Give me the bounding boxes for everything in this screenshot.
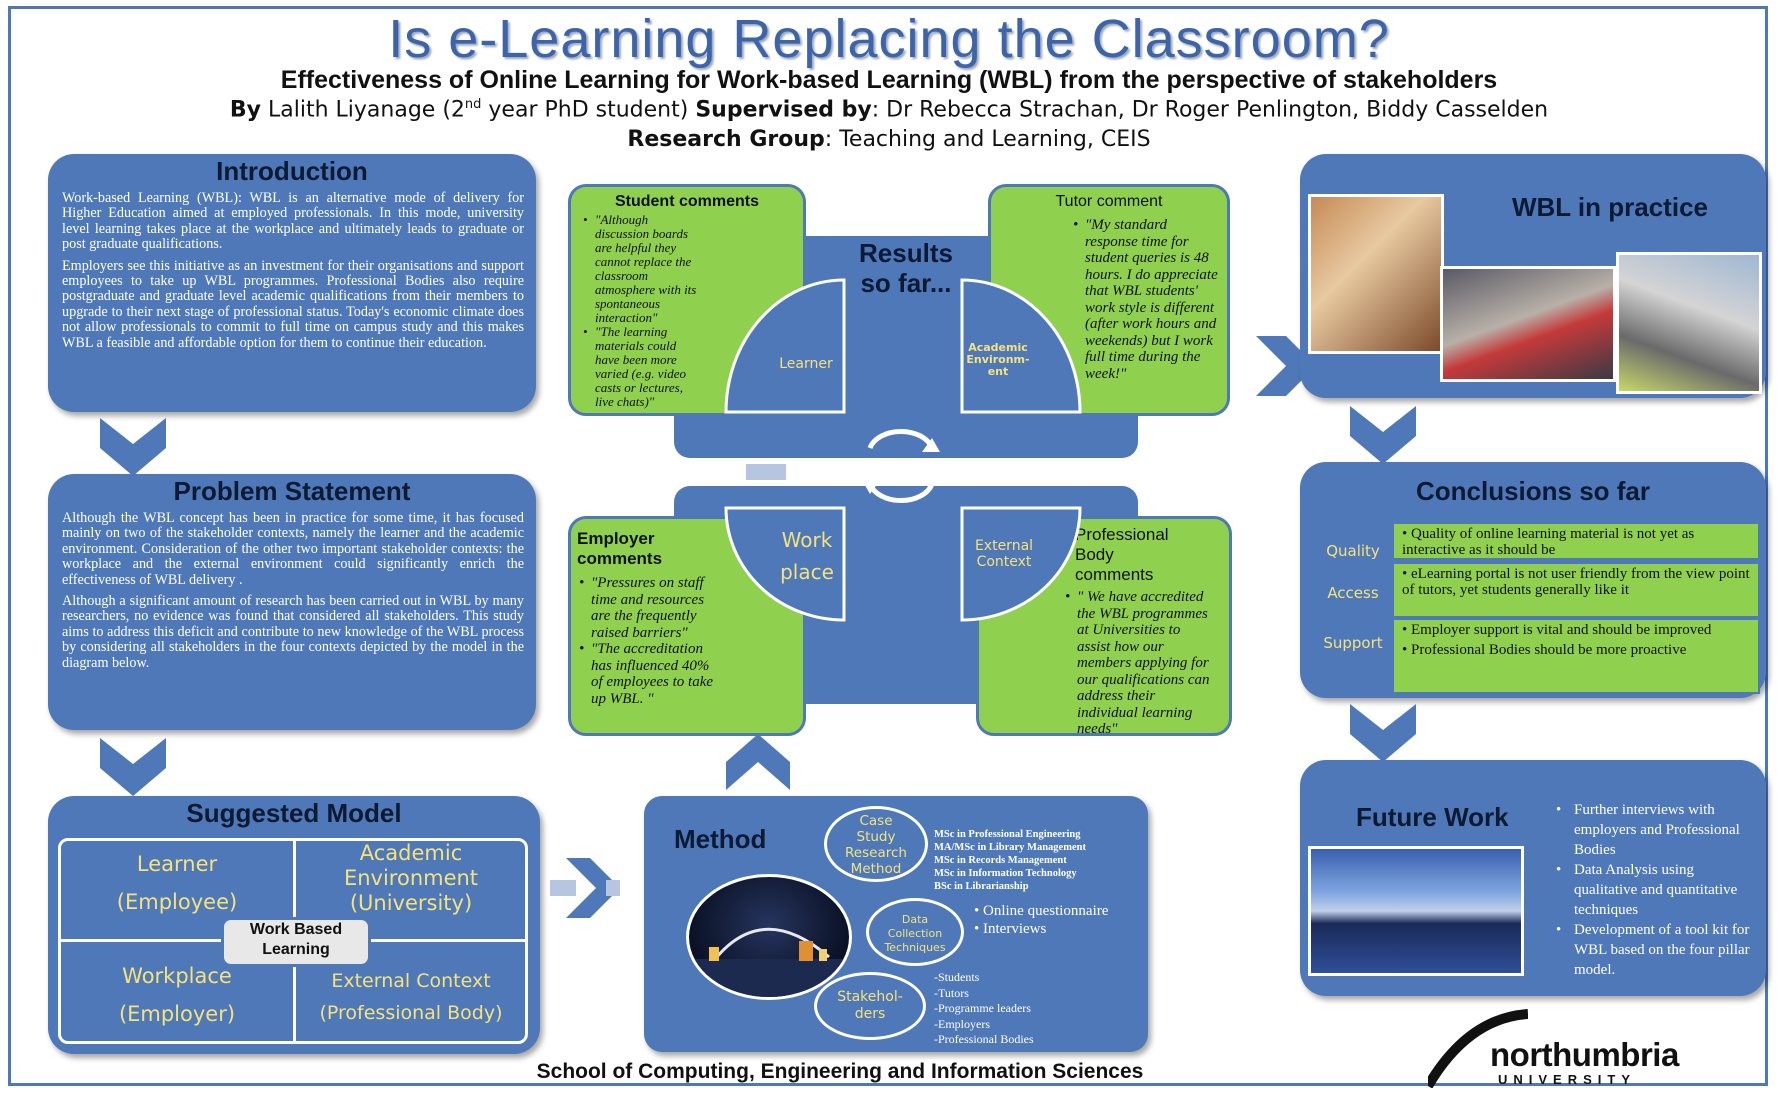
future-work-list: Further interviews with employers and Pr… [1556, 800, 1758, 980]
introduction-panel: Introduction Work-based Learning (WBL): … [48, 154, 536, 412]
arrow-down-icon [1350, 406, 1416, 464]
results-diagram: Student comments "Although discussion bo… [566, 180, 1256, 740]
problem-panel: Problem Statement Although the WBL conce… [48, 474, 536, 730]
wbl-practice-title: WBL in practice [1511, 192, 1708, 222]
by-label: By [229, 97, 262, 123]
arrow-up-icon [726, 734, 790, 790]
group-name: : Teaching and Learning, CEIS [824, 127, 1151, 152]
tutor-quotes: "My standard response time for student q… [991, 211, 1223, 382]
quayside-photo [1308, 846, 1524, 976]
arrow-down-icon [100, 738, 166, 796]
professional-quote: " We have accredited the WBL programmes … [1065, 589, 1215, 738]
northumbria-logo-icon [1428, 1009, 1528, 1088]
research-group: Research Group: Teaching and Learning, C… [0, 127, 1778, 152]
employer-quote: "The accreditation has influenced 40% of… [579, 641, 719, 707]
model-title: Suggested Model [186, 798, 402, 828]
method-photo [686, 874, 852, 1000]
introduction-p2: Employers see this initiative as an inve… [62, 257, 524, 351]
author-rest: year PhD student) [481, 97, 689, 123]
conclusion-label-quality: Quality [1326, 542, 1380, 560]
problem-p1: Although the WBL concept has been in pra… [62, 510, 524, 588]
arrow-right-icon [550, 858, 620, 918]
future-work-panel: Future Work Further interviews with empl… [1300, 760, 1766, 996]
model-workplace: Workplace(Employer) [118, 964, 236, 1026]
supervisors: : Dr Rebecca Strachan, Dr Roger Penlingt… [871, 97, 1549, 123]
employer-quote: "Pressures on staff time and resources a… [579, 575, 719, 641]
tutor-comment-title: Tutor comment [1055, 193, 1163, 210]
student-comments-title: Student comments [614, 193, 759, 210]
arrow-down-icon [100, 418, 166, 476]
stakeholders-oval: Stakehol-ders [814, 972, 926, 1040]
employer-quotes: "Pressures on staff time and resources a… [571, 569, 719, 707]
model-panel: Suggested Model Learner(Employee) Academ… [48, 796, 540, 1054]
conclusion-quality: • Quality of online learning material is… [1392, 522, 1760, 560]
future-work-title: Future Work [1356, 802, 1509, 832]
problem-p2: Although a significant amount of researc… [62, 593, 524, 671]
results-connector [746, 464, 786, 480]
professional-quotes: " We have accredited the WBL programmes … [979, 585, 1215, 738]
problem-title: Problem Statement [173, 476, 411, 506]
conclusion-support: • Employer support is vital and should b… [1392, 618, 1760, 694]
logo-subtitle: UNIVERSITY [1498, 1072, 1637, 1087]
introduction-title: Introduction [216, 156, 368, 186]
wbl-practice-panel: WBL in practice [1300, 154, 1766, 398]
conclusion-label-access: Access [1327, 584, 1379, 602]
technique-list: • Online questionnaire• Interviews [974, 903, 1109, 937]
method-title: Method [674, 824, 767, 854]
model-external: External Context(Professional Body) [319, 970, 503, 1024]
logo-wordmark: northumbria [1490, 1036, 1679, 1073]
author-sup: nd [464, 97, 482, 112]
student-quote: "The learning materials could have been … [583, 325, 703, 409]
model-learner: Learner(Employee) [116, 852, 238, 914]
poster-title: Is e-Learning Replacing the Classroom? [388, 9, 1390, 69]
quadrant-shapes [724, 278, 1082, 622]
student-quote: "Although discussion boards are helpful … [583, 213, 703, 325]
introduction-p1: Work-based Learning (WBL): WBL is an alt… [62, 190, 524, 253]
future-item: Further interviews with employers and Pr… [1556, 800, 1758, 860]
construction-photo [1616, 252, 1762, 394]
tutor-quote: "My standard response time for student q… [1073, 217, 1223, 382]
tutor-comment-box: Tutor comment "My standard response time… [988, 184, 1230, 416]
bridge-night-image [689, 927, 849, 997]
student-quotes: "Although discussion boards are helpful … [571, 211, 703, 409]
poster-frame [8, 6, 1768, 1086]
group-label: Research Group [627, 127, 825, 152]
introduction-text: Work-based Learning (WBL): WBL is an alt… [48, 187, 536, 351]
supervised-label: Supervised by [695, 97, 872, 123]
problem-text: Although the WBL concept has been in pra… [48, 507, 536, 671]
library-photo [1308, 194, 1444, 354]
conclusion-label-support: Support [1323, 634, 1383, 652]
school-name: School of Computing, Engineering and Inf… [536, 1060, 1144, 1083]
quadrant-learner: Learner [779, 356, 833, 372]
author: Lalith Liyanage (2 [268, 97, 465, 123]
future-item: Development of a tool kit for WBL based … [1556, 920, 1758, 980]
conclusion-access: • eLearning portal is not user friendly … [1392, 562, 1760, 618]
conclusions-title: Conclusions so far [1415, 476, 1651, 506]
stakeholder-list: -Students-Tutors-Programme leaders-Emplo… [934, 970, 1034, 1046]
poster-subtitle: Effectiveness of Online Learning for Wor… [280, 66, 1498, 94]
arrow-down-icon [1350, 704, 1416, 762]
computer-photo [1440, 266, 1616, 382]
future-item: Data Analysis using qualitative and quan… [1556, 860, 1758, 920]
byline: By Lalith Liyanage (2nd year PhD student… [0, 97, 1778, 122]
